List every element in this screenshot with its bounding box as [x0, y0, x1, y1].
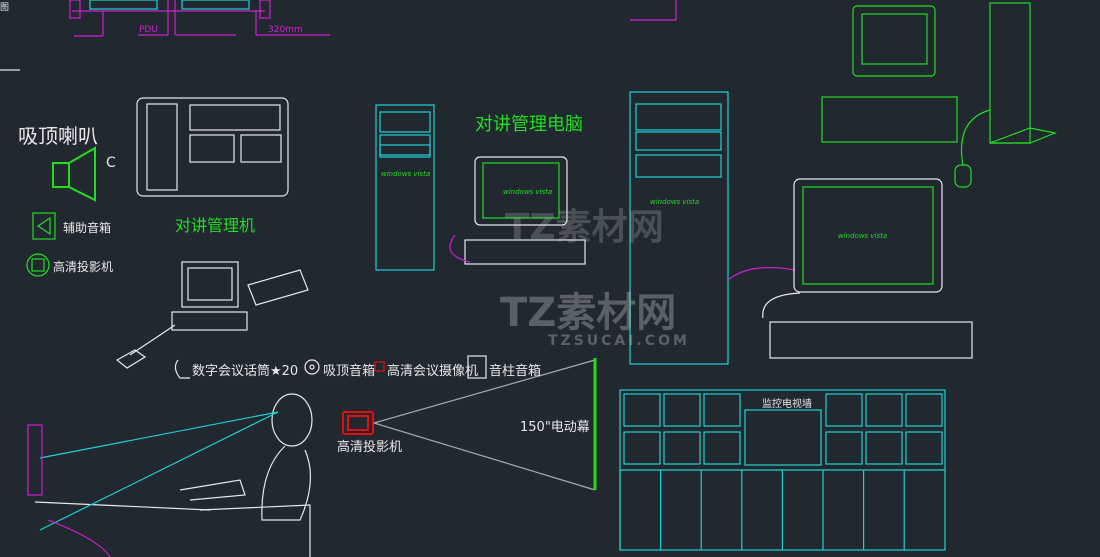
legend-icons [174, 355, 487, 379]
mic-label: 数字会议话筒★20 [192, 364, 299, 379]
camera-label: 高清会议摄像机 [387, 364, 479, 379]
tv-screen [825, 393, 863, 427]
tv-screen [865, 393, 903, 427]
vista-text: windows vista [381, 170, 431, 178]
intercom-pc-tower [375, 104, 435, 271]
monitoring-tv-wall [619, 389, 946, 551]
intercom-pc-monitor [449, 156, 586, 265]
tv-screen [905, 431, 943, 465]
intercom-manager-device [136, 97, 289, 197]
tv-screen [623, 431, 661, 465]
tv-screen [703, 431, 741, 465]
vista-text: windows vista [503, 188, 553, 196]
large-monitor [762, 178, 973, 359]
column-speaker-label: 音柱音箱 [489, 364, 542, 379]
pdu-label: PDU [139, 25, 158, 35]
ceiling-speaker-icon [52, 146, 96, 202]
tv-screen [865, 431, 903, 465]
aux-speaker-label: 辅助音箱 [63, 221, 112, 235]
sight-lines [39, 411, 279, 531]
green-computer [821, 2, 1058, 188]
watermark-brand: TZ素材网 [500, 290, 677, 336]
tv-screen [703, 393, 741, 427]
tall-pc-tower [629, 91, 729, 365]
hd-projector-left-label: 高清投影机 [53, 260, 114, 274]
vista-text: windows vista [650, 198, 700, 206]
tv-screen [623, 393, 661, 427]
projector-icon [342, 411, 374, 435]
watermark-brand: TZ素材网 [505, 207, 664, 248]
projector-icon-left [26, 253, 50, 277]
rack-drawing [69, 0, 677, 37]
person-drawing [34, 393, 313, 557]
corner-label: 图 [0, 3, 10, 13]
ceiling-speaker-label: 吸顶喇叭 [18, 124, 98, 148]
intercom-pc-label: 对讲管理电脑 [475, 114, 583, 135]
ceiling-box-label: 吸顶音箱 [323, 364, 376, 379]
tv-screen [663, 393, 701, 427]
tv-screen [663, 431, 701, 465]
projection-cone [373, 359, 596, 491]
watermark-url: TZSUCAI.COM [548, 333, 690, 349]
tv-wall-label: 监控电视墙 [762, 399, 812, 410]
dim-label: 320mm [268, 25, 303, 35]
intercom-manager-label: 对讲管理机 [175, 216, 256, 235]
projector-label: 高清投影机 [337, 440, 403, 455]
tv-screen [905, 393, 943, 427]
camera-icon [374, 361, 385, 372]
tv-screen [825, 431, 863, 465]
vista-text: windows vista [838, 232, 888, 240]
aux-speaker-icon [32, 212, 56, 240]
screen-label: 150"电动幕 [520, 420, 590, 435]
pc-with-printer [115, 261, 309, 369]
